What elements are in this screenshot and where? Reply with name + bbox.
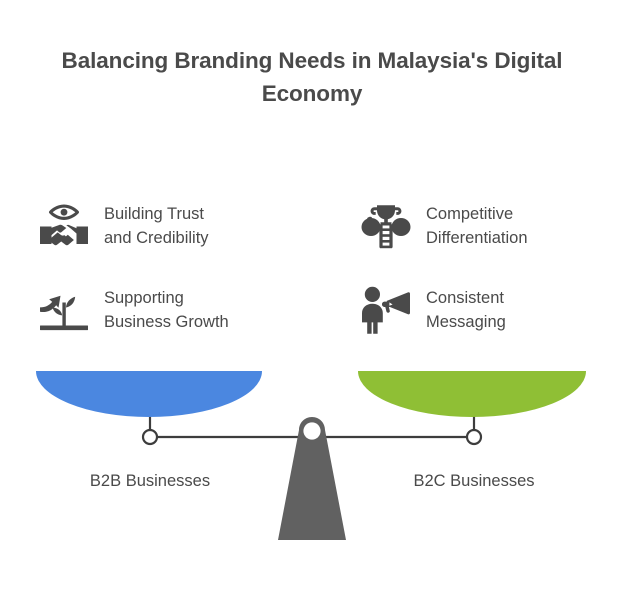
- page-title: Balancing Branding Needs in Malaysia's D…: [61, 48, 563, 106]
- scale-captions: B2B Businesses B2C Businesses: [0, 468, 624, 496]
- feature-label: Consistent Messaging: [426, 289, 506, 331]
- caption-b2c: B2C Businesses: [413, 472, 535, 490]
- caption-b2b: B2B Businesses: [89, 472, 211, 490]
- feature-item-competitive-differentiation: Competitive Differentiation: [358, 196, 624, 280]
- fulcrum-pivot-hole: [303, 422, 321, 440]
- feature-item-supporting-growth: Supporting Business Growth: [36, 280, 316, 364]
- feature-label: Supporting Business Growth: [104, 289, 229, 331]
- features-section: Building Trust and Credibility: [0, 196, 624, 366]
- trophy-ladder-icon: [358, 198, 414, 254]
- feature-column-left: Building Trust and Credibility: [36, 196, 316, 364]
- balance-scale-graphic: [0, 360, 624, 555]
- left-pan-b2b: [36, 371, 262, 417]
- title-container: Balancing Branding Needs in Malaysia's D…: [0, 44, 624, 110]
- feature-label: Building Trust and Credibility: [104, 205, 209, 247]
- person-megaphone-icon: [358, 282, 414, 338]
- right-pan-b2c: [358, 371, 586, 417]
- plant-growth-icon: [36, 282, 92, 338]
- feature-item-building-trust: Building Trust and Credibility: [36, 196, 316, 280]
- feature-item-consistent-messaging: Consistent Messaging: [358, 280, 624, 364]
- feature-column-right: Competitive Differentiation: [358, 196, 624, 364]
- left-pan-ring: [141, 428, 159, 446]
- fulcrum-base: [278, 417, 346, 540]
- right-pan-ring: [465, 428, 483, 446]
- feature-label: Competitive Differentiation: [426, 205, 528, 247]
- eye-handshake-icon: [36, 198, 92, 254]
